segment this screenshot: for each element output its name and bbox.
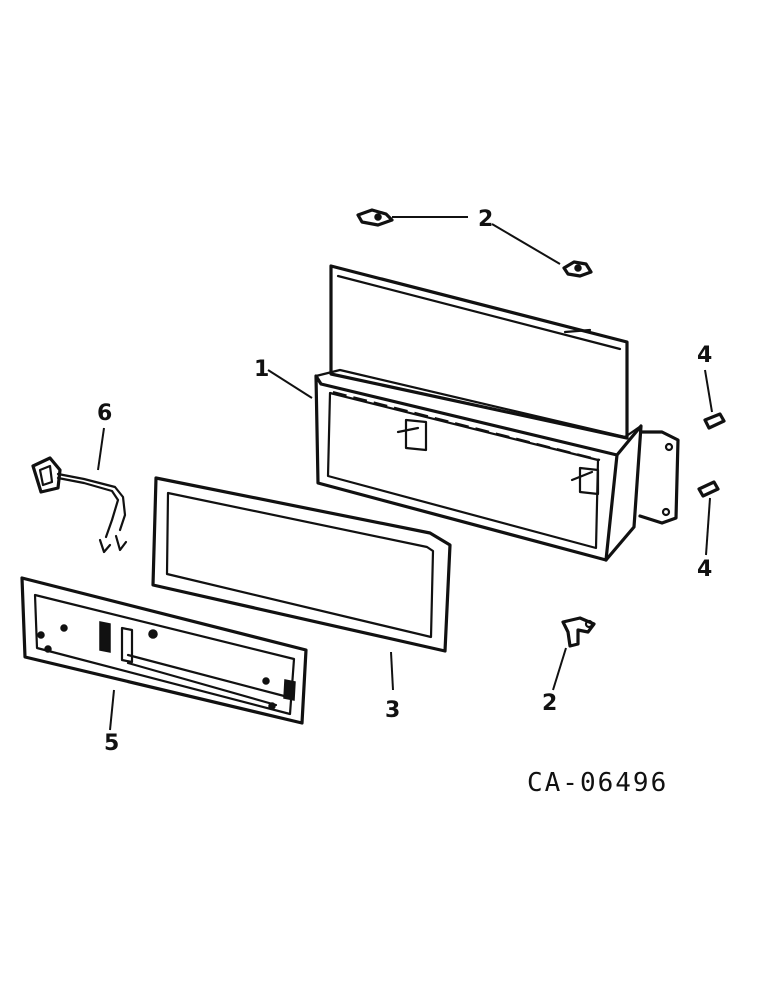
callout-2-bottom: 2: [542, 691, 557, 716]
wiring-harness: [31, 456, 128, 554]
clip-bottom: [561, 616, 596, 648]
drawing-number: CA-06496: [527, 768, 668, 798]
gasket: [151, 476, 452, 653]
pin-bottom: [697, 480, 720, 498]
clip-top-left: [356, 208, 394, 227]
callout-6: 6: [97, 401, 112, 426]
callout-labels: 2 1 6 4 4 3 5 2: [97, 207, 712, 756]
callout-3: 3: [385, 698, 400, 723]
clip-top-right: [562, 260, 593, 278]
switch-panel: [20, 576, 308, 725]
leader-lines: [97, 216, 713, 731]
storage-box: [314, 264, 680, 562]
callout-5: 5: [104, 731, 119, 756]
pin-top: [703, 412, 726, 430]
callout-2-top: 2: [478, 207, 493, 232]
callout-4-bottom: 4: [697, 557, 712, 582]
callout-4-top: 4: [697, 343, 712, 368]
callout-1: 1: [254, 357, 269, 382]
